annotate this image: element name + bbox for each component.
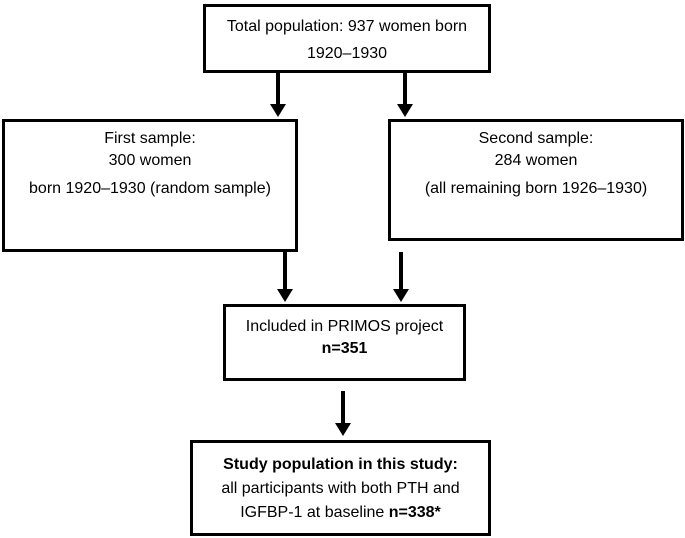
arrow-head-icon bbox=[397, 104, 413, 117]
arrow-head-icon bbox=[335, 423, 351, 436]
arrow-stem bbox=[341, 391, 345, 423]
node-text-line: 1920–1930 bbox=[306, 45, 388, 62]
arrow-first-sample-to-primos bbox=[277, 251, 293, 302]
node-first-sample: First sample: 300 women born 1920–1930 (… bbox=[2, 119, 298, 252]
arrow-stem bbox=[276, 73, 280, 104]
node-text-line: born 1920–1930 (random sample) bbox=[29, 180, 271, 197]
arrow-head-icon bbox=[270, 104, 286, 117]
arrow-stem bbox=[283, 251, 287, 289]
node-text-line: (all remaining born 1926–1930) bbox=[424, 180, 648, 197]
node-study-population: Study population in this study: all part… bbox=[190, 440, 491, 536]
arrow-total-to-first-sample bbox=[270, 73, 286, 117]
node-total-population: Total population: 937 women born 1920–19… bbox=[203, 4, 491, 73]
node-second-sample: Second sample: 284 women (all remaining … bbox=[388, 119, 684, 241]
arrow-head-icon bbox=[393, 289, 409, 302]
node-text-line: First sample: bbox=[104, 130, 196, 147]
node-text-segment: IGFBP-1 at baseline bbox=[240, 504, 389, 521]
arrow-stem bbox=[399, 252, 403, 289]
node-text-line-bold: n=351 bbox=[321, 340, 368, 357]
arrow-second-sample-to-primos bbox=[393, 252, 409, 302]
node-primos-project: Included in PRIMOS project n=351 bbox=[223, 304, 466, 381]
node-text-line: IGFBP-1 at baseline n=338* bbox=[193, 501, 488, 525]
arrow-total-to-second-sample bbox=[397, 73, 413, 117]
arrow-primos-to-study bbox=[335, 391, 351, 436]
node-text-line: 300 women bbox=[108, 152, 192, 169]
node-text-line: Second sample: bbox=[478, 130, 594, 147]
arrow-head-icon bbox=[277, 289, 293, 302]
node-text-line: Included in PRIMOS project bbox=[245, 318, 444, 335]
node-text-segment-bold: n=338* bbox=[388, 504, 441, 521]
node-text-line-bold: Study population in this study: bbox=[223, 456, 458, 473]
arrow-stem bbox=[403, 73, 407, 104]
node-text-line: 284 women bbox=[494, 152, 578, 169]
node-text-line: all participants with both PTH and bbox=[221, 480, 460, 497]
node-text-line: Total population: 937 women born bbox=[226, 18, 468, 35]
